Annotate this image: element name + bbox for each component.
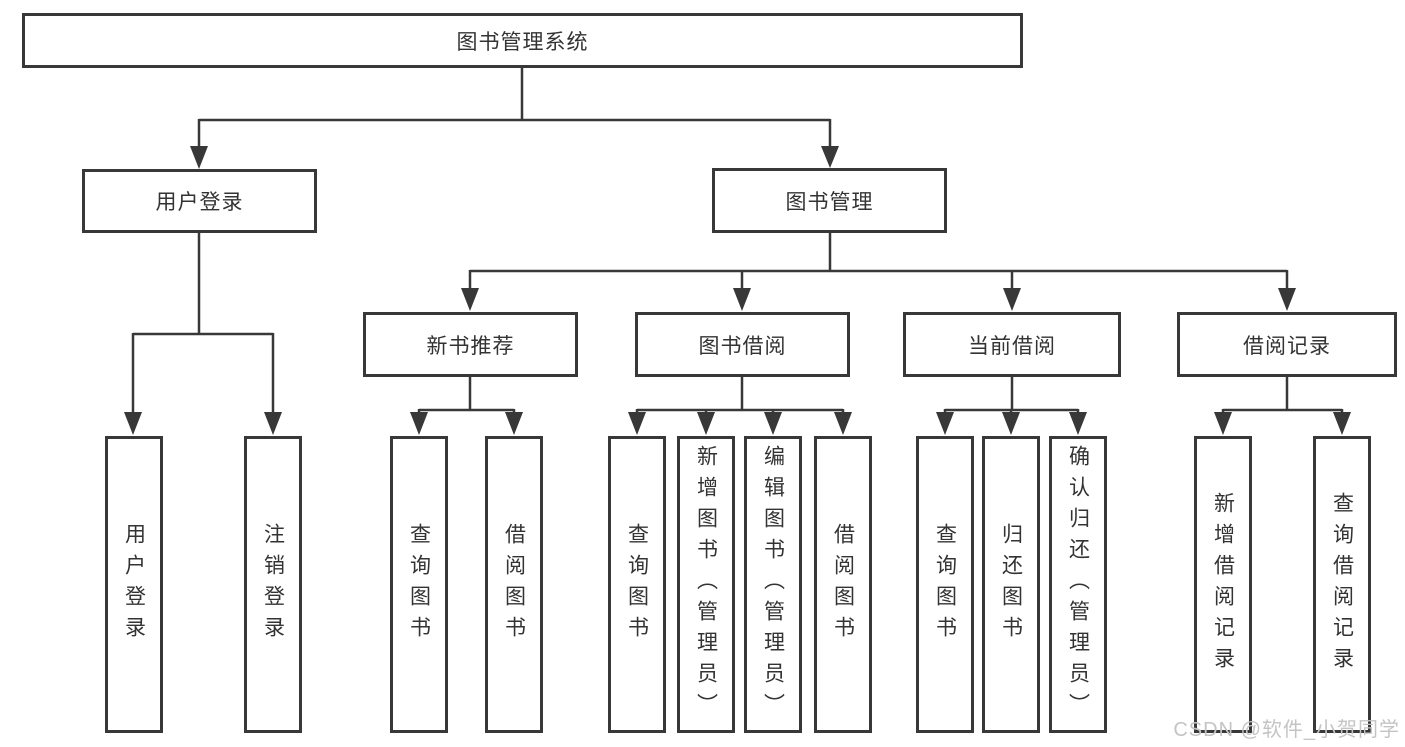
- leaf-cb-confirm-return: 确认归还（管理员）: [1049, 436, 1107, 733]
- connector-borrow-records-children: [1221, 377, 1344, 414]
- leaf-cb-return-book: 归还图书: [982, 436, 1040, 733]
- leaf-bb-add-book-label: 新增图书（管理员）: [694, 445, 718, 724]
- leaf-bb-edit-book: 编辑图书（管理员）: [744, 436, 802, 733]
- connector-root-to-level2: [197, 66, 832, 150]
- node-book-mgmt-label: 图书管理: [785, 190, 874, 214]
- node-book-borrow: 图书借阅: [635, 312, 850, 377]
- leaf-br-query-record-label: 查询借阅记录: [1330, 491, 1354, 678]
- arrowheads: [124, 146, 1351, 435]
- connector-current-borrow-children: [943, 377, 1080, 414]
- node-new-book-rec: 新书推荐: [363, 312, 578, 377]
- node-root: 图书管理系统: [22, 13, 1023, 68]
- node-borrow-records-label: 借阅记录: [1243, 334, 1331, 358]
- leaf-rec-borrow-book-label: 借阅图书: [502, 522, 526, 647]
- leaf-logout-label: 注销登录: [261, 522, 285, 647]
- node-new-book-rec-label: 新书推荐: [426, 334, 515, 358]
- node-user-login: 用户登录: [82, 169, 317, 233]
- leaf-rec-borrow-book: 借阅图书: [485, 436, 543, 733]
- leaf-rec-query-book: 查询图书: [390, 436, 448, 733]
- node-current-borrow-label: 当前借阅: [968, 334, 1056, 358]
- connector-user-login-children: [131, 233, 275, 416]
- leaf-user-login-label: 用户登录: [122, 522, 146, 647]
- leaf-bb-borrow-book-label: 借阅图书: [831, 522, 855, 647]
- connector-new-book-rec-children: [417, 377, 516, 414]
- node-borrow-records: 借阅记录: [1177, 312, 1397, 377]
- node-book-borrow-label: 图书借阅: [698, 334, 787, 358]
- leaf-br-query-record: 查询借阅记录: [1313, 436, 1371, 733]
- leaf-logout: 注销登录: [244, 436, 302, 733]
- leaf-cb-query-book: 查询图书: [916, 436, 974, 733]
- node-root-label: 图书管理系统: [456, 30, 589, 54]
- leaf-rec-query-book-label: 查询图书: [407, 522, 431, 647]
- leaf-bb-query-book-label: 查询图书: [625, 522, 649, 647]
- leaf-bb-edit-book-label: 编辑图书（管理员）: [761, 445, 785, 724]
- leaf-user-login: 用户登录: [105, 436, 163, 733]
- leaf-br-add-record-label: 新增借阅记录: [1211, 491, 1235, 678]
- node-user-login-label: 用户登录: [155, 191, 244, 214]
- leaf-cb-query-book-label: 查询图书: [933, 522, 957, 647]
- leaf-bb-borrow-book: 借阅图书: [814, 436, 872, 733]
- connector-book-mgmt-children: [468, 233, 1289, 291]
- connector-book-borrow-children: [635, 377, 845, 414]
- watermark-text: CSDN @软件_小贺同学: [1173, 719, 1400, 741]
- leaf-bb-query-book: 查询图书: [608, 436, 666, 733]
- leaf-br-add-record: 新增借阅记录: [1194, 436, 1252, 733]
- leaf-cb-return-book-label: 归还图书: [999, 522, 1023, 647]
- leaf-cb-confirm-return-label: 确认归还（管理员）: [1066, 445, 1090, 724]
- node-current-borrow: 当前借阅: [903, 312, 1121, 377]
- leaf-bb-add-book: 新增图书（管理员）: [677, 436, 735, 733]
- node-book-mgmt: 图书管理: [712, 168, 947, 233]
